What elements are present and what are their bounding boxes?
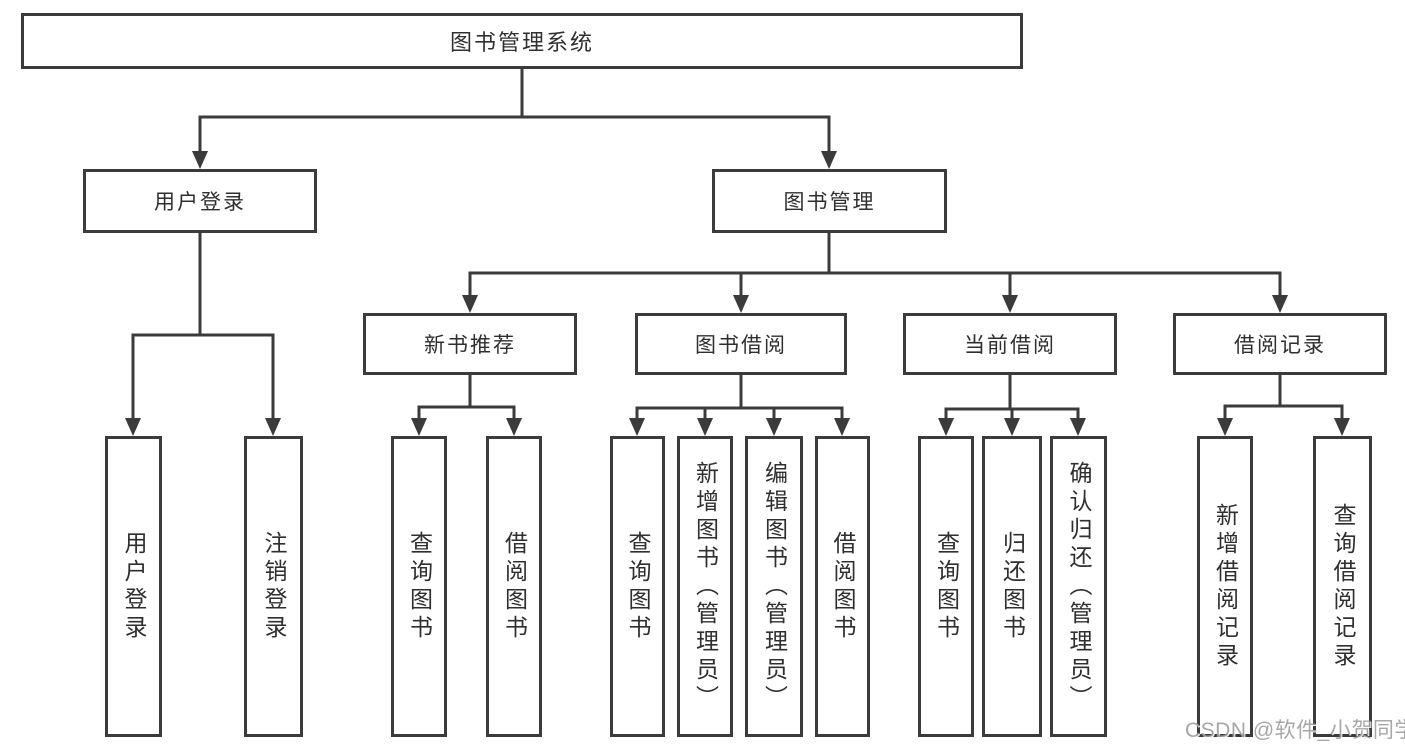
node-label: 用户登录 [154,191,246,214]
node-label: 图书管理系统 [449,30,594,55]
leaf-edit-books-admin: 编辑图书（管理员） [745,436,803,737]
node-label: 借阅图书 [501,530,528,643]
node-label: 确认归还（管理员） [1066,460,1092,713]
node-new-book-recommend: 新书推荐 [363,313,577,375]
node-label: 新书推荐 [424,334,516,357]
leaf-query-books-current: 查询图书 [918,436,974,737]
leaf-query-books-borrow: 查询图书 [610,436,665,737]
node-user-login: 用户登录 [83,169,317,233]
node-label: 新增借阅记录 [1212,502,1239,671]
node-label: 借阅记录 [1234,334,1326,357]
leaf-query-books-recommend: 查询图书 [391,436,447,737]
leaf-borrow-books-borrow: 借阅图书 [815,436,870,737]
node-label: 编辑图书（管理员） [761,460,788,713]
node-label: 新增图书（管理员） [692,460,719,713]
node-label: 用户登录 [121,530,147,643]
node-label: 归还图书 [999,530,1026,643]
leaf-add-borrow-record: 新增借阅记录 [1197,436,1253,737]
leaf-logout: 注销登录 [244,436,303,737]
node-label: 注销登录 [261,530,287,643]
node-library-system: 图书管理系统 [21,13,1023,69]
leaf-add-books-admin: 新增图书（管理员） [677,436,733,737]
leaf-user-login: 用户登录 [105,436,162,737]
node-label: 查询图书 [933,530,960,643]
node-book-management: 图书管理 [712,169,947,233]
node-label: 图书管理 [783,191,876,214]
node-book-borrowing: 图书借阅 [635,313,847,375]
node-label: 借阅图书 [830,530,856,643]
node-label: 查询图书 [625,530,651,643]
node-current-borrowing: 当前借阅 [903,313,1117,375]
node-label: 图书借阅 [695,334,787,357]
leaf-confirm-return-admin: 确认归还（管理员） [1050,436,1107,737]
csdn-watermark: CSDN @软件_小贺同学 [1185,719,1405,742]
node-label: 查询借阅记录 [1330,502,1356,671]
arrowheads [125,151,1350,436]
leaf-borrow-books-recommend: 借阅图书 [486,436,542,737]
node-label: 查询图书 [406,530,433,643]
node-borrow-records: 借阅记录 [1173,313,1387,375]
node-label: 当前借阅 [964,334,1056,357]
leaf-query-borrow-record: 查询借阅记录 [1313,436,1372,737]
leaf-return-books: 归还图书 [982,436,1042,737]
